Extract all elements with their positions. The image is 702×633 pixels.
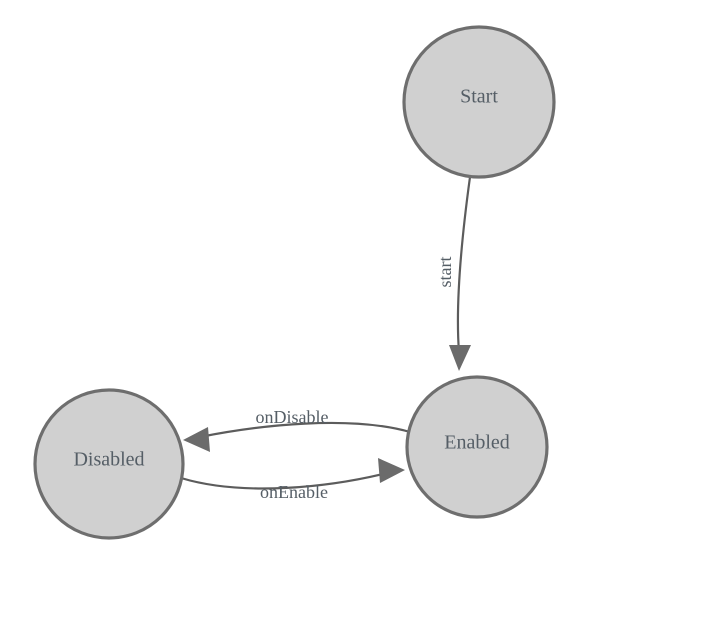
edge-label-start: start [435, 257, 455, 288]
node-enabled[interactable]: Enabled [405, 375, 549, 519]
node-start-label: Start [460, 86, 498, 108]
edge-path-start-to-enabled [456, 176, 472, 353]
edge-label-on-disable: onDisable [256, 407, 329, 427]
edge-path-disabled-to-enabled [180, 471, 388, 490]
node-start-shape [402, 25, 556, 179]
arrow-head-disabled-to-enabled [378, 458, 405, 483]
arrow-head-enabled-to-disabled [183, 427, 210, 452]
node-disabled-label: Disabled [73, 449, 144, 471]
arrow-head-start-to-enabled [449, 345, 471, 371]
node-disabled[interactable]: Disabled [33, 388, 185, 540]
node-start[interactable]: Start [402, 25, 556, 179]
edge-enabled-to-disabled[interactable]: onDisable [183, 407, 411, 452]
edge-disabled-to-enabled[interactable]: onEnable [180, 458, 405, 502]
node-enabled-label: Enabled [444, 432, 510, 454]
edge-start-to-enabled[interactable]: start [435, 176, 472, 371]
node-disabled-shape [33, 388, 185, 540]
node-enabled-shape [405, 375, 549, 519]
edge-label-on-enable: onEnable [260, 482, 328, 502]
edge-path-enabled-to-disabled [199, 421, 411, 439]
